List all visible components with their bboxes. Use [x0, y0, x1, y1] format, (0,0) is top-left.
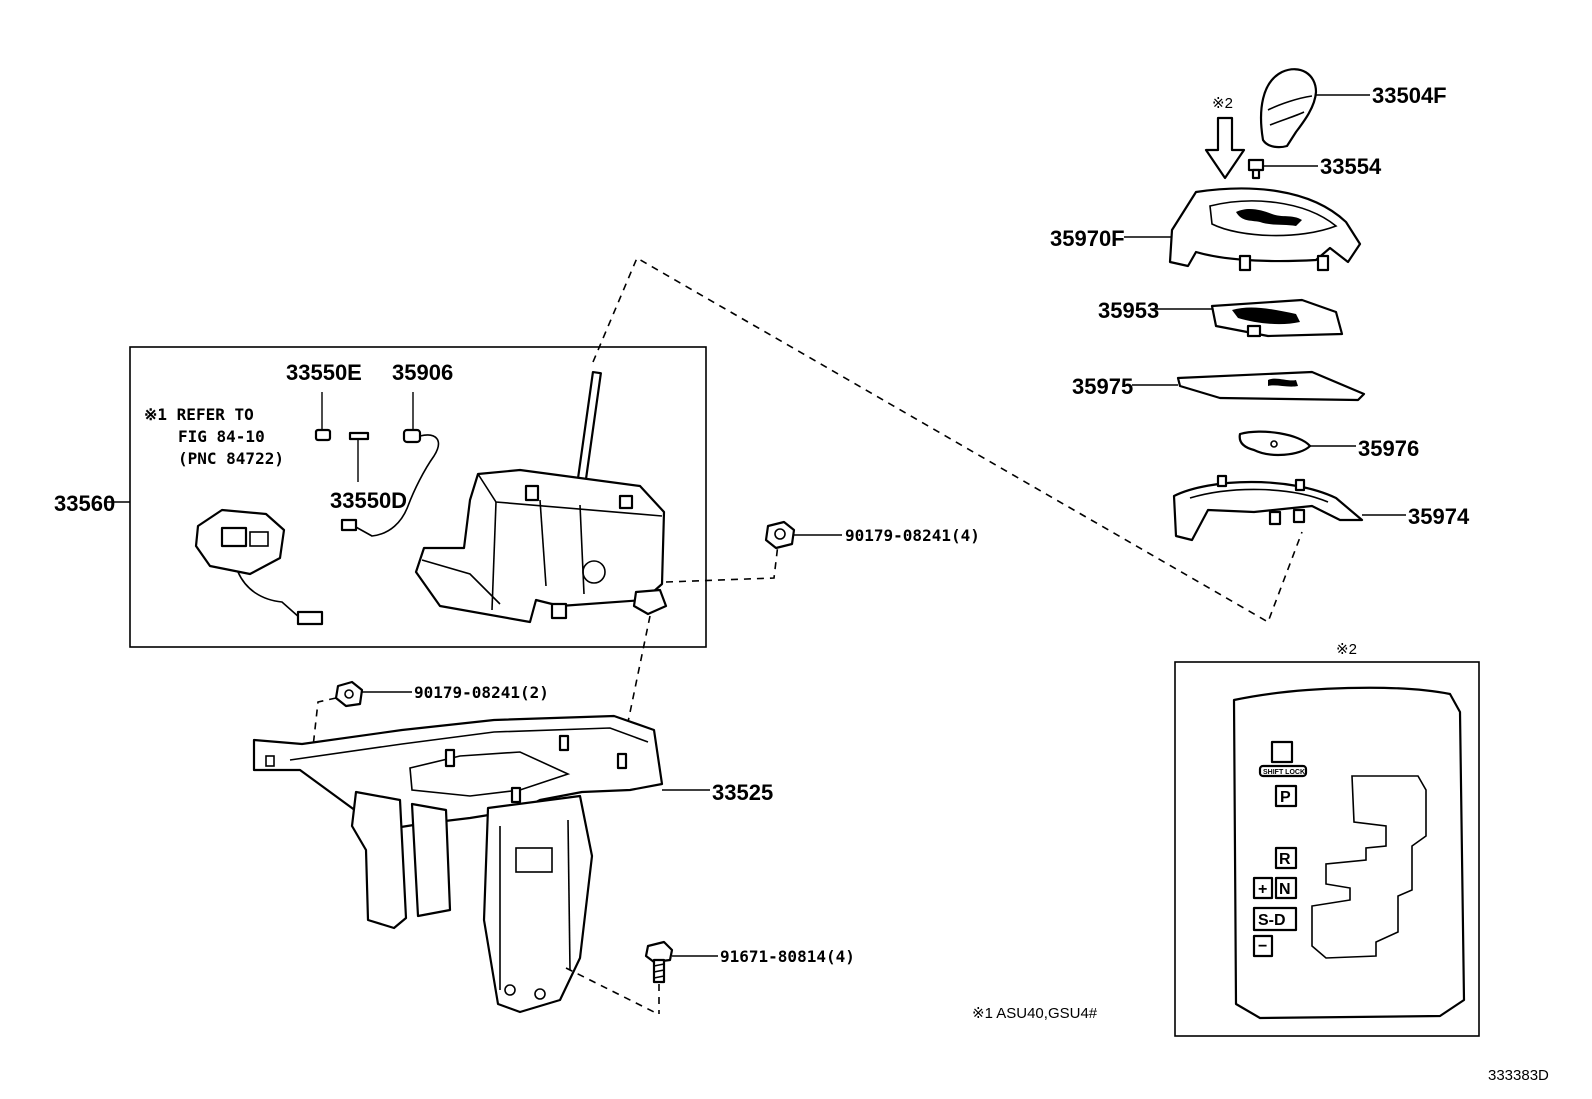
shift-knob — [1260, 68, 1318, 149]
part-label-91671: 91671-80814(4) — [720, 947, 855, 966]
alignment-line — [592, 256, 1303, 624]
pin-33550D — [348, 431, 370, 441]
switch-35906 — [340, 428, 440, 537]
shift-lever-housing — [414, 370, 668, 624]
part-label-35974: 35974 — [1408, 504, 1470, 529]
gate-plus: + — [1258, 881, 1267, 898]
mark2-inset-label: ※2 — [1336, 641, 1357, 658]
nut-4 — [764, 520, 796, 550]
part-label-35906: 35906 — [392, 360, 453, 385]
shift-lock-solenoid — [194, 508, 324, 626]
gate-panel — [1232, 686, 1466, 1020]
gate-inset-box — [1174, 661, 1480, 1037]
diagram-ref-code: 333383D — [1488, 1067, 1549, 1084]
part-label-90179-4: 90179-08241(4) — [845, 526, 980, 545]
part-label-33550D: 33550D — [330, 488, 407, 513]
part-label-33560: 33560 — [54, 491, 115, 516]
part-label-35970F: 35970F — [1050, 226, 1125, 251]
position-indicator-plate — [1238, 430, 1312, 456]
shift-lock-button-icon — [1270, 740, 1294, 764]
pin-33550E — [314, 428, 332, 442]
footnote-1: ※1 ASU40,GSU4# — [972, 1005, 1098, 1022]
gate-n: N — [1279, 881, 1291, 898]
gate-r: R — [1279, 851, 1291, 868]
mark2-arrow-label: ※2 — [1212, 95, 1233, 112]
nut-2 — [334, 680, 364, 708]
part-label-33554: 33554 — [1320, 154, 1382, 179]
nut-alignment-line — [665, 543, 779, 583]
part-label-33525: 33525 — [712, 780, 773, 805]
refer-note-line2: FIG 84-10 — [178, 427, 265, 446]
gate-minus: − — [1258, 938, 1267, 955]
part-label-33504F: 33504F — [1372, 83, 1447, 108]
refer-note-line1: ※1 REFER TO — [144, 405, 254, 424]
part-label-35953: 35953 — [1098, 298, 1159, 323]
indicator-plate — [1210, 298, 1344, 338]
gate-sd: S-D — [1258, 912, 1286, 929]
bracket-alignment-line — [615, 615, 651, 781]
part-label-90179-2: 90179-08241(2) — [414, 683, 549, 702]
part-label-35976: 35976 — [1358, 436, 1419, 461]
part-label-35975: 35975 — [1072, 374, 1133, 399]
shift-lever-assembly-box — [129, 346, 707, 648]
gate-p: P — [1280, 789, 1291, 806]
view-arrow — [1204, 116, 1246, 180]
bolt-alignment-line — [565, 967, 659, 1015]
slide-plate — [1176, 370, 1366, 402]
position-indicator-housing — [1172, 474, 1364, 542]
gate-shift-lock: SHIFT LOCK — [1263, 769, 1305, 776]
part-label-33550E: 33550E — [286, 360, 362, 385]
bolt-4 — [644, 940, 674, 984]
shift-button — [1247, 158, 1265, 180]
shift-lever-cover — [1168, 187, 1362, 272]
shift-lever-bracket — [252, 714, 664, 1014]
refer-note-line3: (PNC 84722) — [178, 449, 284, 468]
